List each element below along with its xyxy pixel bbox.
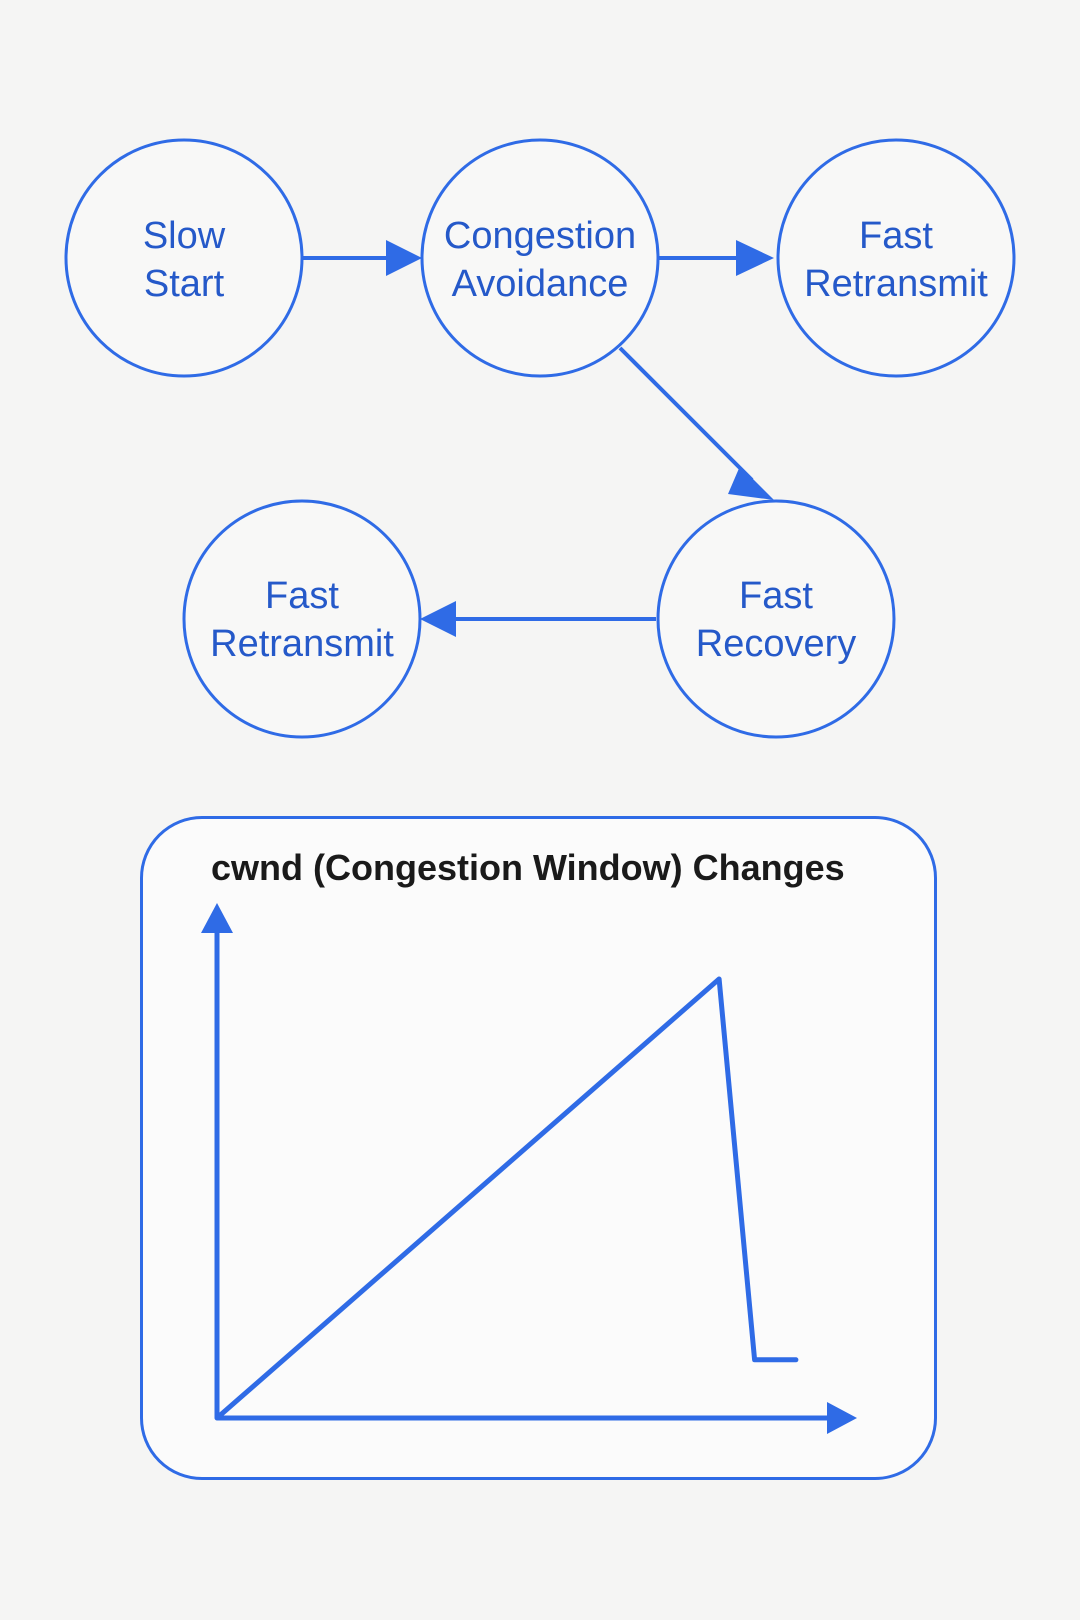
edge-congestion-avoidance-to-fast-retransmit	[658, 240, 774, 276]
diagram-node-fast-retransmit-bottom: Fast Retransmit	[182, 499, 422, 739]
y-axis-arrow	[201, 903, 233, 933]
node-label: Recovery	[696, 623, 857, 665]
diagram-node-fast-recovery: Fast Recovery	[656, 499, 896, 739]
node-label: Fast	[265, 575, 339, 617]
state-diagram: Slow Start Congestion Avoidance Fast Ret…	[64, 138, 1016, 739]
chart-panel: cwnd (Congestion Window) Changes	[140, 816, 937, 1480]
edge-congestion-avoidance-to-fast-recovery	[618, 346, 774, 500]
cwnd-series-line	[214, 976, 799, 1421]
x-axis-arrow	[827, 1402, 857, 1434]
node-label: Fast	[859, 215, 933, 257]
chart-title: cwnd (Congestion Window) Changes	[211, 847, 845, 888]
diagram-edges	[302, 240, 774, 637]
node-label: Avoidance	[452, 263, 629, 305]
edge-slow-start-to-congestion-avoidance	[302, 240, 422, 276]
node-label: Retransmit	[804, 263, 988, 305]
node-label: Retransmit	[210, 623, 394, 665]
y-axis	[201, 903, 233, 1418]
cwnd-chart	[201, 903, 857, 1434]
diagram-node-fast-retransmit-top: Fast Retransmit	[776, 138, 1016, 378]
edge-fast-recovery-to-fast-retransmit	[420, 601, 656, 637]
node-label: Fast	[739, 575, 813, 617]
diagram-node-congestion-avoidance: Congestion Avoidance	[420, 138, 660, 378]
diagram-node-slow-start: Slow Start	[64, 138, 304, 378]
node-label: Start	[144, 263, 225, 305]
node-label: Congestion	[444, 215, 636, 257]
x-axis	[217, 1402, 857, 1434]
node-label: Slow	[143, 215, 226, 257]
